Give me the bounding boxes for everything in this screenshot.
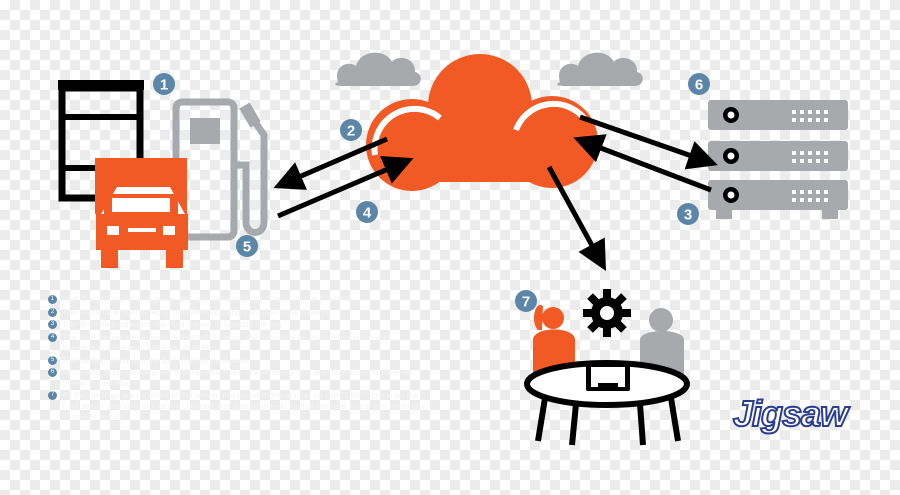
step-text: The Terminal is connected to the Network…	[62, 306, 331, 317]
arrow-server-to-cloud	[573, 134, 712, 193]
step-badge-6: 6	[688, 73, 710, 95]
step-list: 1 Fuel Control Terminal is presented with…	[48, 294, 430, 424]
step-bullet: 4	[48, 332, 57, 342]
logo-text: Jigsaw	[732, 392, 849, 435]
arrow-cloud-to-pump	[273, 136, 388, 190]
truck-icon	[95, 158, 188, 268]
step-list-item: 4 The Fuel Server sends back authorisatio…	[48, 332, 430, 353]
svg-text:2: 2	[347, 123, 355, 140]
arrow-cloud-to-server	[579, 114, 718, 170]
svg-text:1: 1	[160, 77, 168, 94]
step-list-item: 3 The Terminals connects the Fuel Server …	[48, 319, 430, 330]
jigsaw-logo: Jigsaw	[728, 392, 852, 440]
small-cloud-right-icon	[557, 52, 643, 86]
svg-text:5: 5	[243, 239, 251, 256]
step-list-item: 7 As the fuellings are received at the se…	[48, 390, 430, 422]
step-text: The fuelling starts and the fuel quantit…	[62, 354, 249, 365]
step-list-item: 6 At the end of the delivery, the fuellin…	[48, 367, 430, 388]
arrow-pump-to-cloud	[277, 156, 414, 219]
step-bullet: 3	[48, 320, 57, 329]
step-bullet: 5	[48, 355, 57, 365]
step-badge-2: 2	[340, 119, 362, 141]
step-text: At the end of the delivery, the fuelling…	[62, 367, 412, 388]
step-badge-4: 4	[356, 201, 378, 223]
step-text: As the fuellings are received at the ser…	[62, 390, 425, 421]
small-cloud-left-icon	[335, 52, 421, 86]
step-list-item: 1 Fuel Control Terminal is presented with…	[48, 294, 430, 305]
step-text: The Terminals connects the Fuel Server t…	[62, 319, 282, 329]
step-bullet: 6	[48, 368, 57, 377]
step-list-item: 5 The fuelling starts and the fuel quanti…	[48, 355, 430, 366]
step-bullet: 1	[48, 295, 57, 304]
step-list-item: 2 The Terminal is connected to the Networ…	[48, 307, 430, 318]
step-badge-3: 3	[677, 203, 699, 225]
step-badge-7: 7	[515, 290, 537, 312]
gear-icon	[583, 289, 631, 337]
svg-text:7: 7	[522, 294, 530, 311]
step-bullet: 2	[48, 307, 57, 317]
svg-text:6: 6	[695, 77, 703, 94]
svg-text:4: 4	[363, 205, 372, 222]
step-badge-5: 5	[236, 235, 258, 257]
server-rack-icon	[708, 100, 848, 219]
fuel-pump-icon	[172, 98, 268, 241]
arrow-cloud-to-meeting	[546, 165, 607, 271]
step-bullet: 7	[48, 391, 57, 400]
step-text: The Fuel Server sends back authorisation…	[62, 331, 390, 353]
flow-arrows	[273, 114, 718, 271]
step-text: Fuel Control Terminal is presented with …	[62, 294, 354, 304]
meeting-team-icon	[524, 289, 690, 446]
step-badge-1: 1	[153, 73, 175, 95]
svg-text:3: 3	[684, 207, 692, 224]
